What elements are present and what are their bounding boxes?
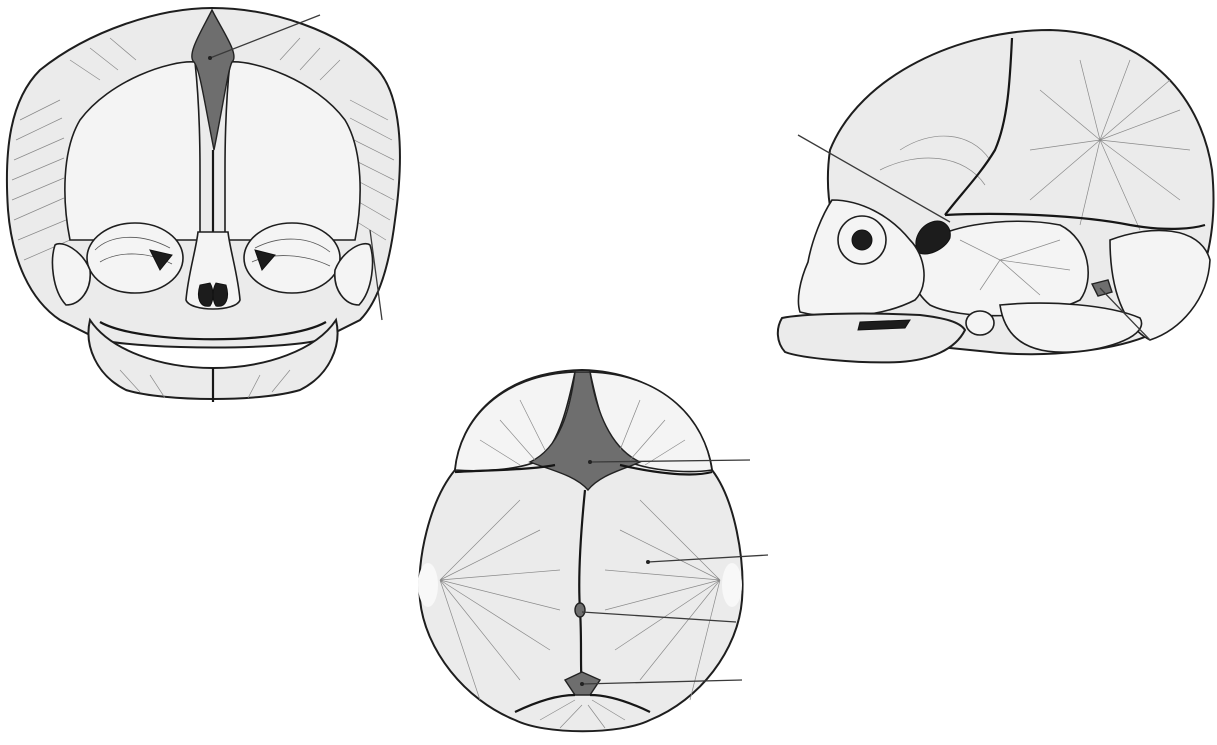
anterior-skull-view <box>7 8 400 402</box>
lateral-external-ear-opening <box>966 311 994 335</box>
lateral-skull-view <box>778 30 1214 362</box>
superior-skull-view <box>418 370 743 731</box>
lateral-mandible <box>778 314 965 363</box>
superior-sagittal-fontanelle <box>575 603 585 617</box>
